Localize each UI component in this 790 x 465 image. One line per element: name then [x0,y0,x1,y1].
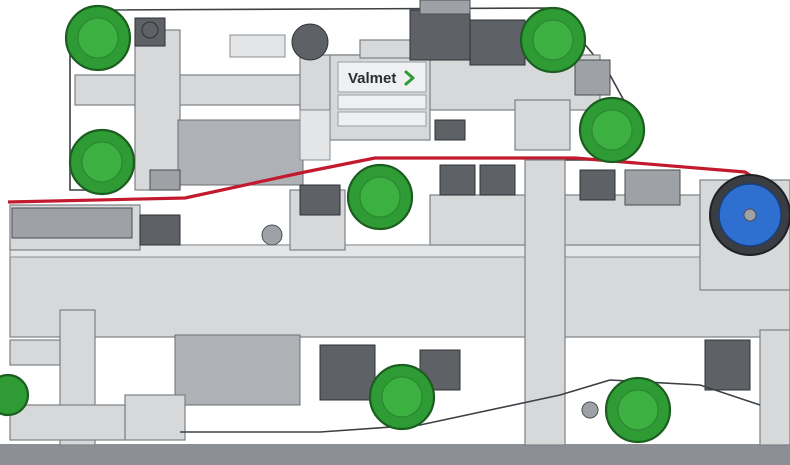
upper-cap [229,34,286,58]
main-beam-top-edge [9,244,790,258]
logo-panel-lower-2 [337,111,427,127]
upper-drop [299,109,331,161]
upper-press-arm [469,19,526,66]
valmet-logo-text: Valmet [348,70,396,87]
logo-panel-lower-1 [337,94,427,110]
main-beam [9,244,790,338]
upper-beam [74,74,341,106]
green-roll-3-core [532,19,574,61]
green-roll-4-core [591,109,633,151]
upper-right-block [514,99,571,151]
green-roll-1-core [77,17,119,59]
left-transfer-mechanism [139,214,181,246]
left-foot [124,394,186,441]
green-roll-6-core [381,376,423,418]
suction-box-2 [479,164,516,196]
upper-lower-bracket [434,119,466,141]
upper-left-clamp [149,169,181,191]
green-roll-7-core [617,389,659,431]
lower-press-arm [319,344,376,401]
blue-roll-hub [743,208,757,222]
tension-roll [261,224,283,246]
green-roll-8-partial [0,373,30,417]
suction-box-1 [439,164,476,196]
left-infeed-mechanism [11,207,133,239]
lower-right-mechanism [704,339,751,391]
right-leg [759,329,790,446]
lower-left-block [9,339,61,366]
upper-center-cap [419,0,471,15]
chevron-right-icon [404,70,415,86]
lower-housing [174,334,301,406]
upper-small-roll [291,23,329,61]
upper-left-pin [141,21,159,39]
green-roll-2-core [81,141,123,183]
upper-right-guide [574,59,611,96]
left-base [9,404,126,441]
lower-left-press [299,184,341,216]
suction-box-3 [579,169,616,201]
suction-box-4 [624,169,681,206]
lower-felt [180,379,761,433]
lower-guide-roll [581,401,599,419]
green-roll-5-core [359,176,401,218]
upper-center-mechanism [409,9,471,61]
paper-web-line [7,156,790,204]
upper-left-column [134,29,181,191]
upper-housing [177,119,304,186]
center-column [524,159,566,446]
floor-strip [0,444,790,465]
